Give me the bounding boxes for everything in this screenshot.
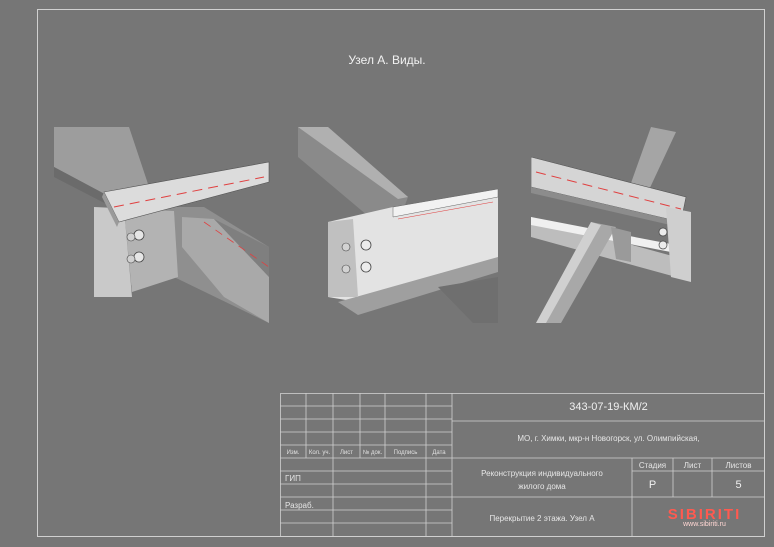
logo-name: SIBIRITI bbox=[667, 506, 742, 523]
sheet-name: Перекрытие 2 этажа. Узел А bbox=[489, 514, 595, 523]
view-3-illustration bbox=[531, 127, 691, 323]
sheets-value: 5 bbox=[735, 479, 742, 491]
project-line-1: Реконструкция индивидуального bbox=[481, 469, 603, 478]
stage-header: Стадия bbox=[638, 461, 667, 470]
view-1-illustration bbox=[54, 127, 270, 323]
title-block-grid bbox=[280, 393, 765, 537]
col-list: Лист bbox=[339, 450, 354, 456]
role-gip: ГИП bbox=[285, 474, 301, 483]
title-block: 343-07-19-КМ/2 МО, г. Химки, мкр-н Новог… bbox=[280, 393, 765, 537]
sheet-header: Лист bbox=[683, 461, 702, 470]
col-data: Дата bbox=[432, 450, 446, 456]
col-izm: Изм. bbox=[286, 450, 300, 456]
sheets-header: Листов bbox=[725, 461, 752, 470]
role-razrab: Разраб. bbox=[285, 501, 314, 510]
address: МО, г. Химки, мкр-н Новогорск, ул. Олимп… bbox=[517, 434, 700, 443]
sibiriti-logo: SIBIRITI www.sibiriti.ru bbox=[652, 506, 757, 528]
col-podpis: Подпись bbox=[393, 450, 418, 456]
sheet-title: Узел А. Виды. bbox=[348, 53, 426, 67]
document-code: 343-07-19-КМ/2 bbox=[569, 401, 648, 413]
logo-site: www.sibiriti.ru bbox=[683, 521, 726, 528]
col-kol-uch: Кол. уч. bbox=[308, 450, 331, 456]
stage-value: Р bbox=[648, 479, 657, 491]
col-n-dok: № док. bbox=[362, 450, 383, 456]
view-2-illustration bbox=[298, 127, 499, 323]
project-line-2: жилого дома bbox=[518, 482, 566, 491]
